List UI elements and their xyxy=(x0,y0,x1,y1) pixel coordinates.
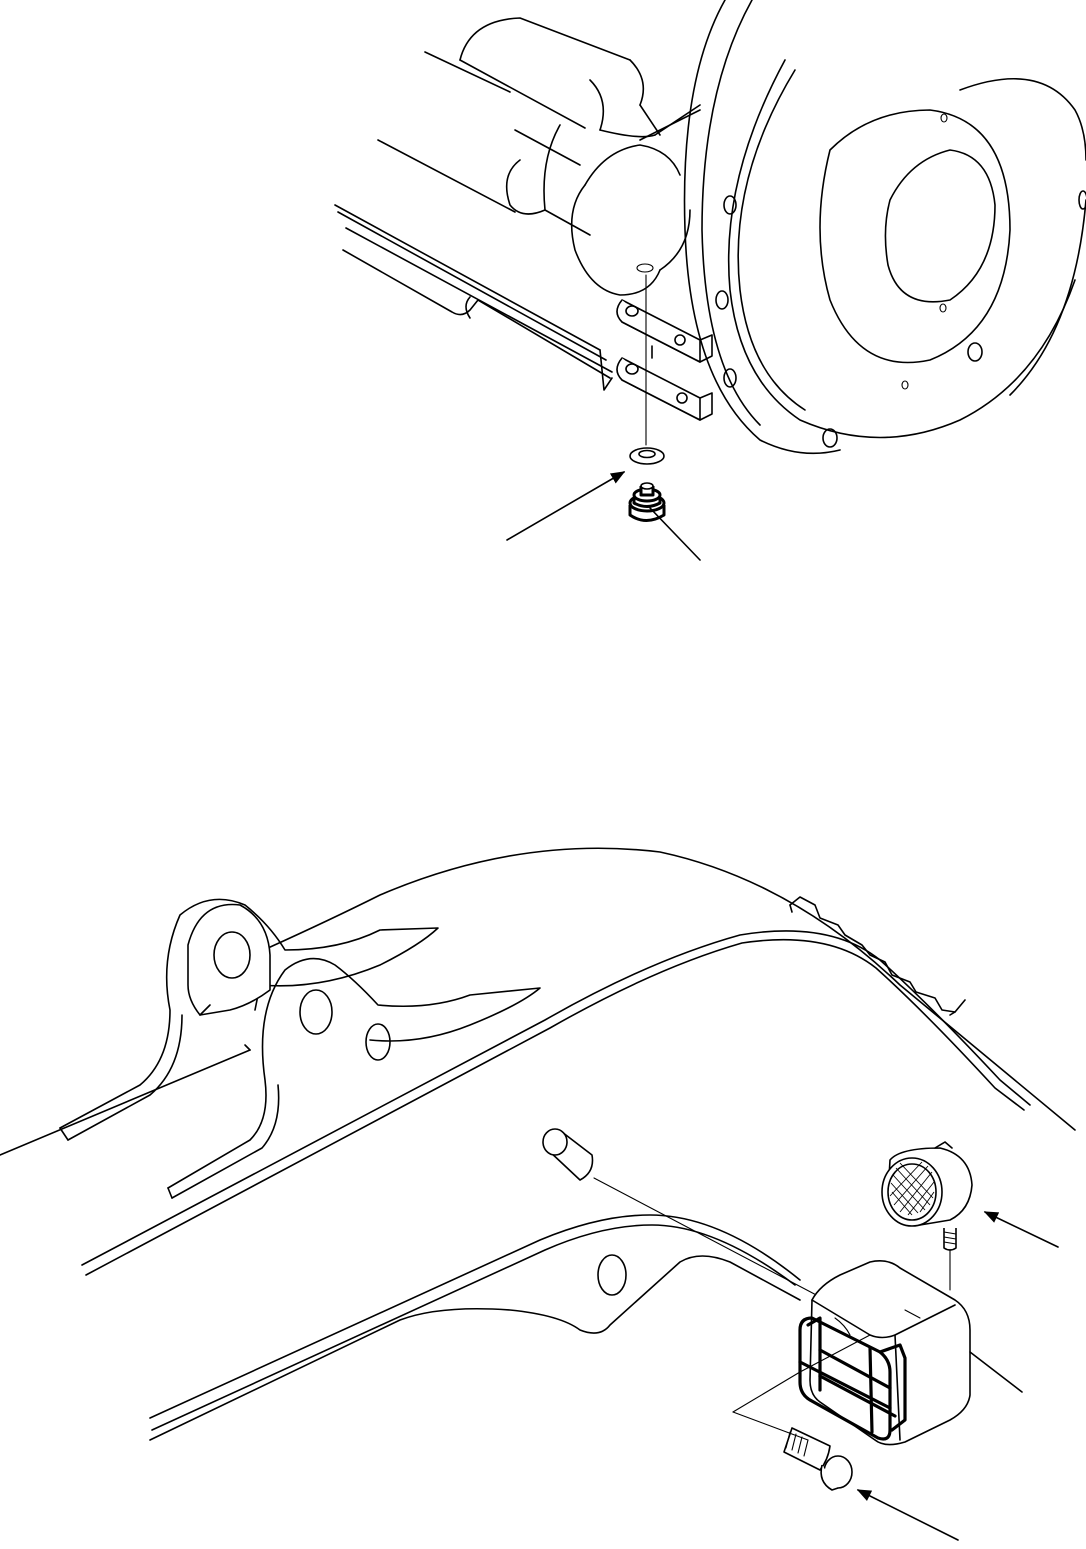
drain-plug-assembly xyxy=(628,274,666,522)
clevis-bracket-front xyxy=(167,957,541,1199)
guard-cage-bars xyxy=(798,1316,907,1441)
housing-body xyxy=(334,51,613,391)
mounting-bolt xyxy=(783,1427,853,1491)
leader-plug xyxy=(649,507,701,561)
wear-strip-teeth xyxy=(789,896,966,1016)
washer xyxy=(629,447,665,465)
spacer xyxy=(542,1128,594,1181)
arrow-bolt xyxy=(856,1489,959,1541)
lamp-guard xyxy=(798,1260,971,1446)
cylinder xyxy=(459,17,661,236)
bolt-centerline-a xyxy=(732,1334,871,1413)
drain-plug xyxy=(628,482,666,522)
bolt-centerline-b xyxy=(732,1411,809,1441)
arrow-lamp xyxy=(983,1211,1059,1248)
clevis-bracket-rear xyxy=(59,898,439,1141)
boom-body xyxy=(0,847,1076,1441)
mounting-bracket-upper xyxy=(616,299,713,363)
upper-view xyxy=(334,0,1086,561)
pin-hole xyxy=(597,1254,627,1296)
arrow-washer xyxy=(506,471,626,541)
lamp-lens-grid xyxy=(889,1161,935,1216)
work-lamp xyxy=(881,1141,973,1291)
leader-guard xyxy=(969,1351,1023,1393)
lower-view xyxy=(0,847,1076,1541)
elbow-fitting xyxy=(570,104,701,296)
mounting-bracket-lower xyxy=(616,345,713,421)
flange-hub xyxy=(683,0,1086,455)
